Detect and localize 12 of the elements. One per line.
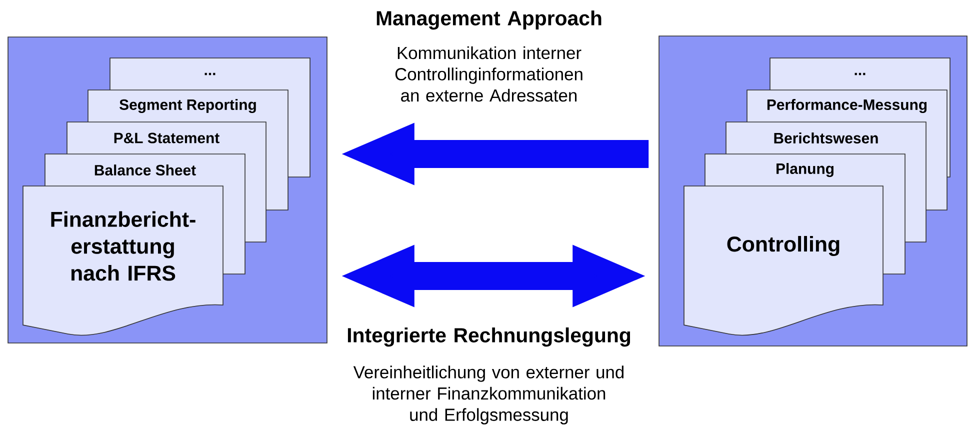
heading: Management Approach: [376, 10, 602, 30]
description-text: Kommunikation interner Controllinginformationen an externe Adressaten: [395, 46, 582, 102]
node-label: ...: [854, 72, 866, 76]
node-label: ...: [204, 72, 216, 76]
heading: Integrierte Rechnungslegung: [348, 327, 630, 347]
node-label: Berichtswesen: [774, 132, 878, 144]
node-label: Segment Reporting: [120, 99, 256, 114]
description-text: Vereinheitlichung von externer und interner Finanzkommunikation und Erfolgsmessung: [353, 366, 624, 424]
node-label: P&L Statement: [114, 132, 220, 144]
node-label: Performance-Messung: [767, 99, 927, 114]
node-label: Planung: [776, 163, 834, 178]
node-label: Balance Sheet: [94, 164, 196, 176]
